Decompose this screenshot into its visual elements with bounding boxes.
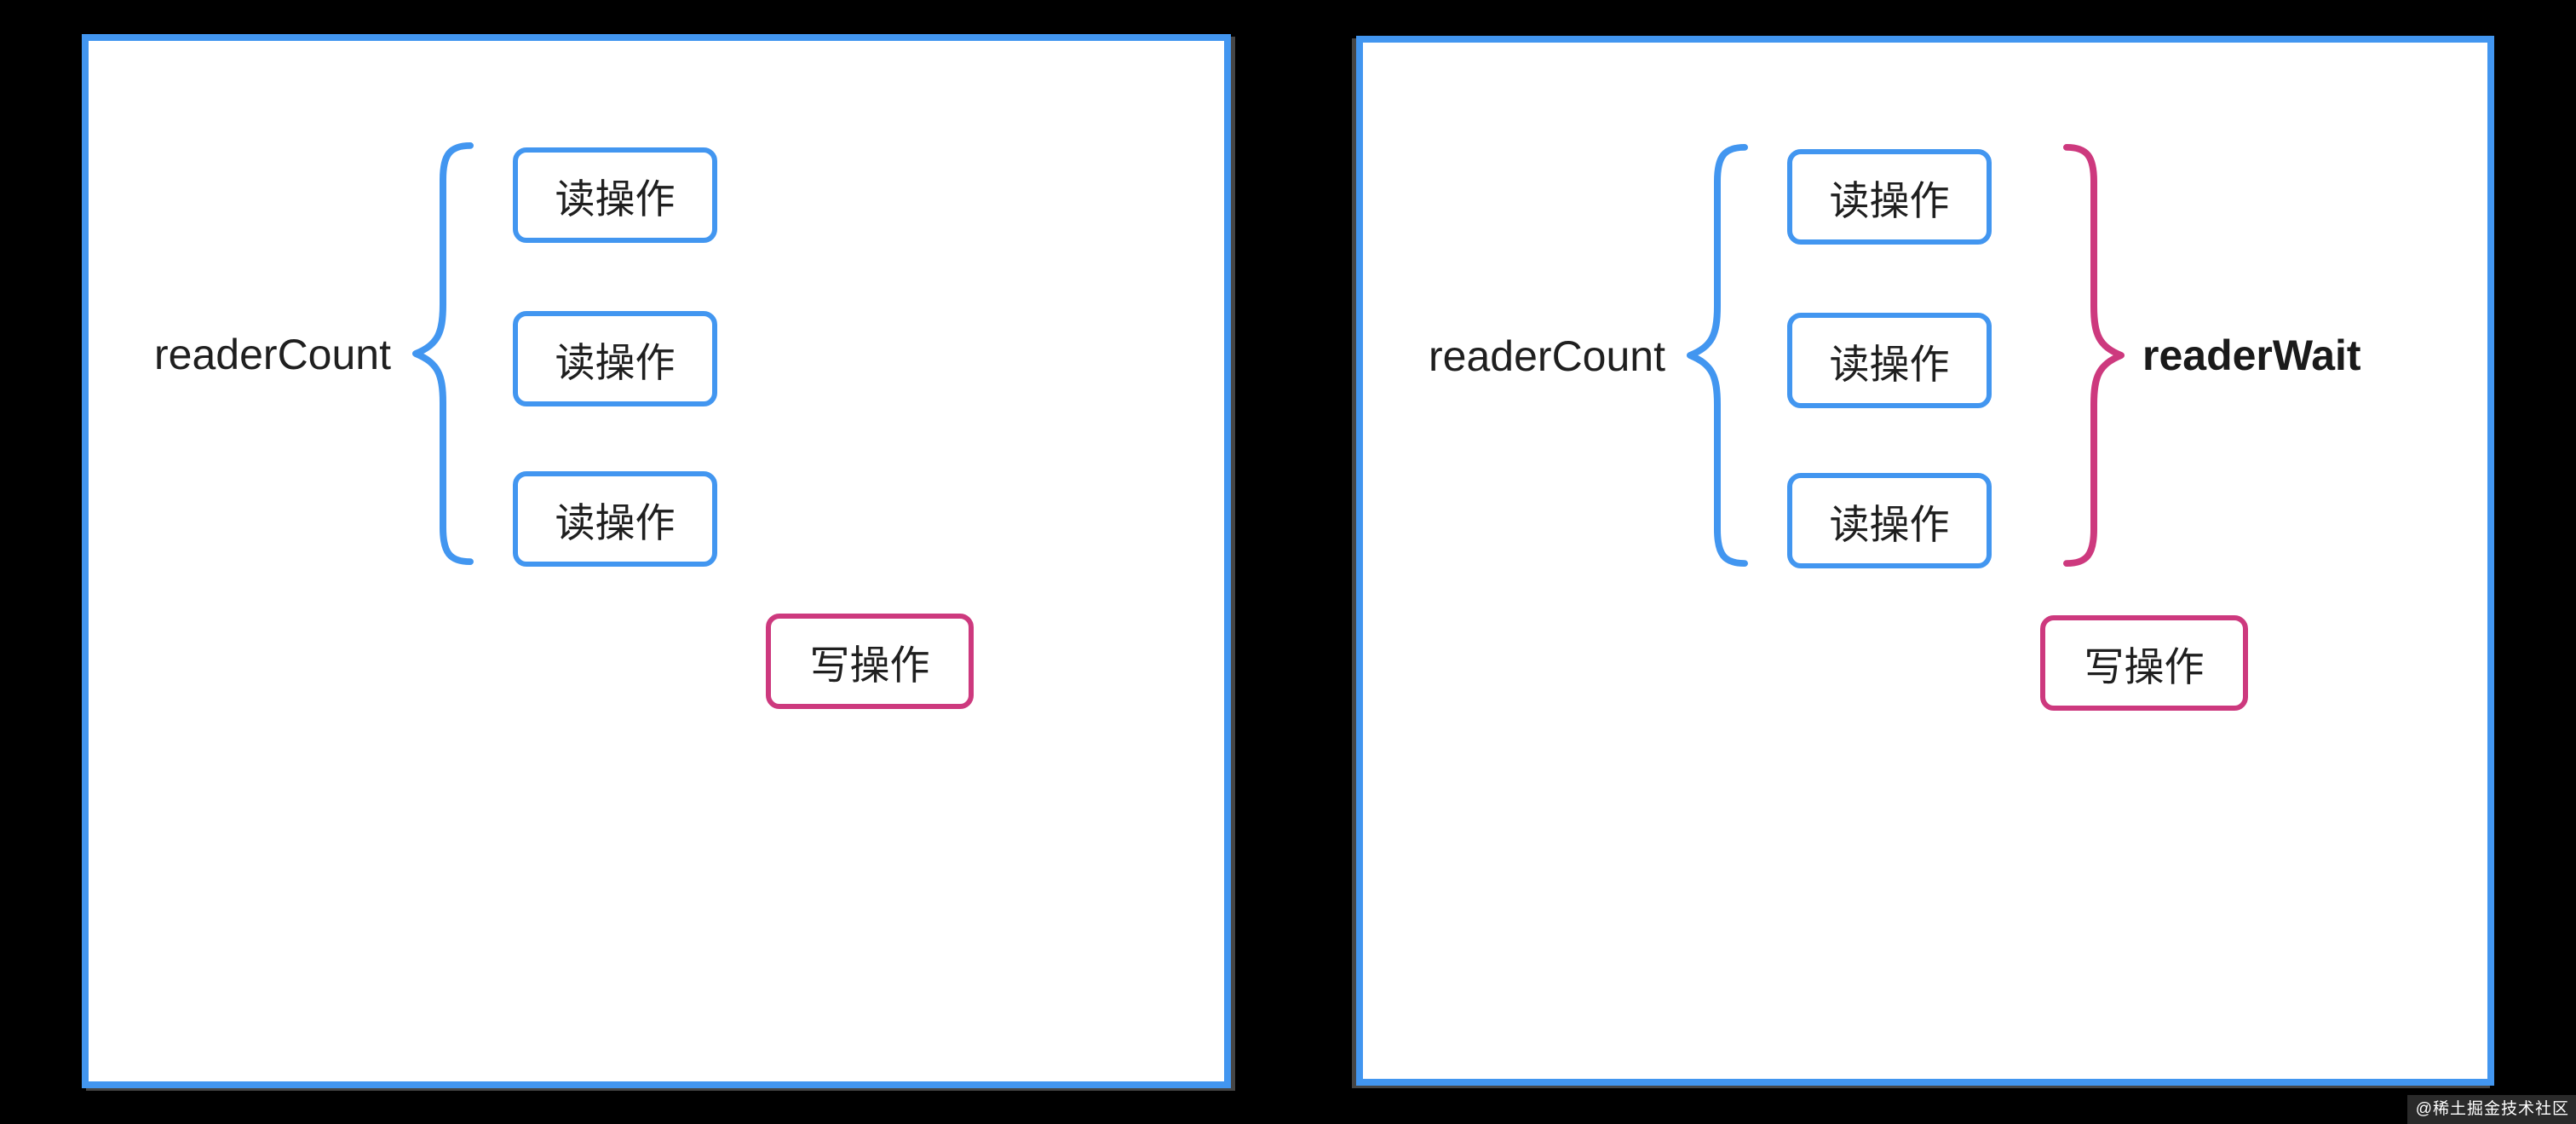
reader-count-label: readerCount [1429, 332, 1665, 380]
read-op-box: 读操作 [513, 147, 717, 243]
reader-count-label: readerCount [154, 331, 391, 378]
blue-open-brace-icon [412, 141, 474, 566]
read-op-box: 读操作 [1787, 473, 1992, 568]
pink-close-brace-icon [2063, 143, 2125, 568]
watermark: @稀土掘金技术社区 [2406, 1095, 2576, 1124]
reader-wait-label: readerWait [2142, 331, 2361, 379]
blue-open-brace-icon [1687, 143, 1748, 568]
diagram-panel-reader-wait: readerCount 读操作 读操作 读操作 readerWait 写操作 [1356, 36, 2494, 1086]
read-op-box: 读操作 [1787, 149, 1992, 245]
write-op-box: 写操作 [766, 614, 974, 709]
read-op-box: 读操作 [513, 311, 717, 406]
diagram-panel-reader-count: readerCount 读操作 读操作 读操作 写操作 [82, 34, 1231, 1088]
write-op-box: 写操作 [2040, 615, 2248, 711]
read-op-box: 读操作 [1787, 313, 1992, 408]
read-op-box: 读操作 [513, 471, 717, 567]
